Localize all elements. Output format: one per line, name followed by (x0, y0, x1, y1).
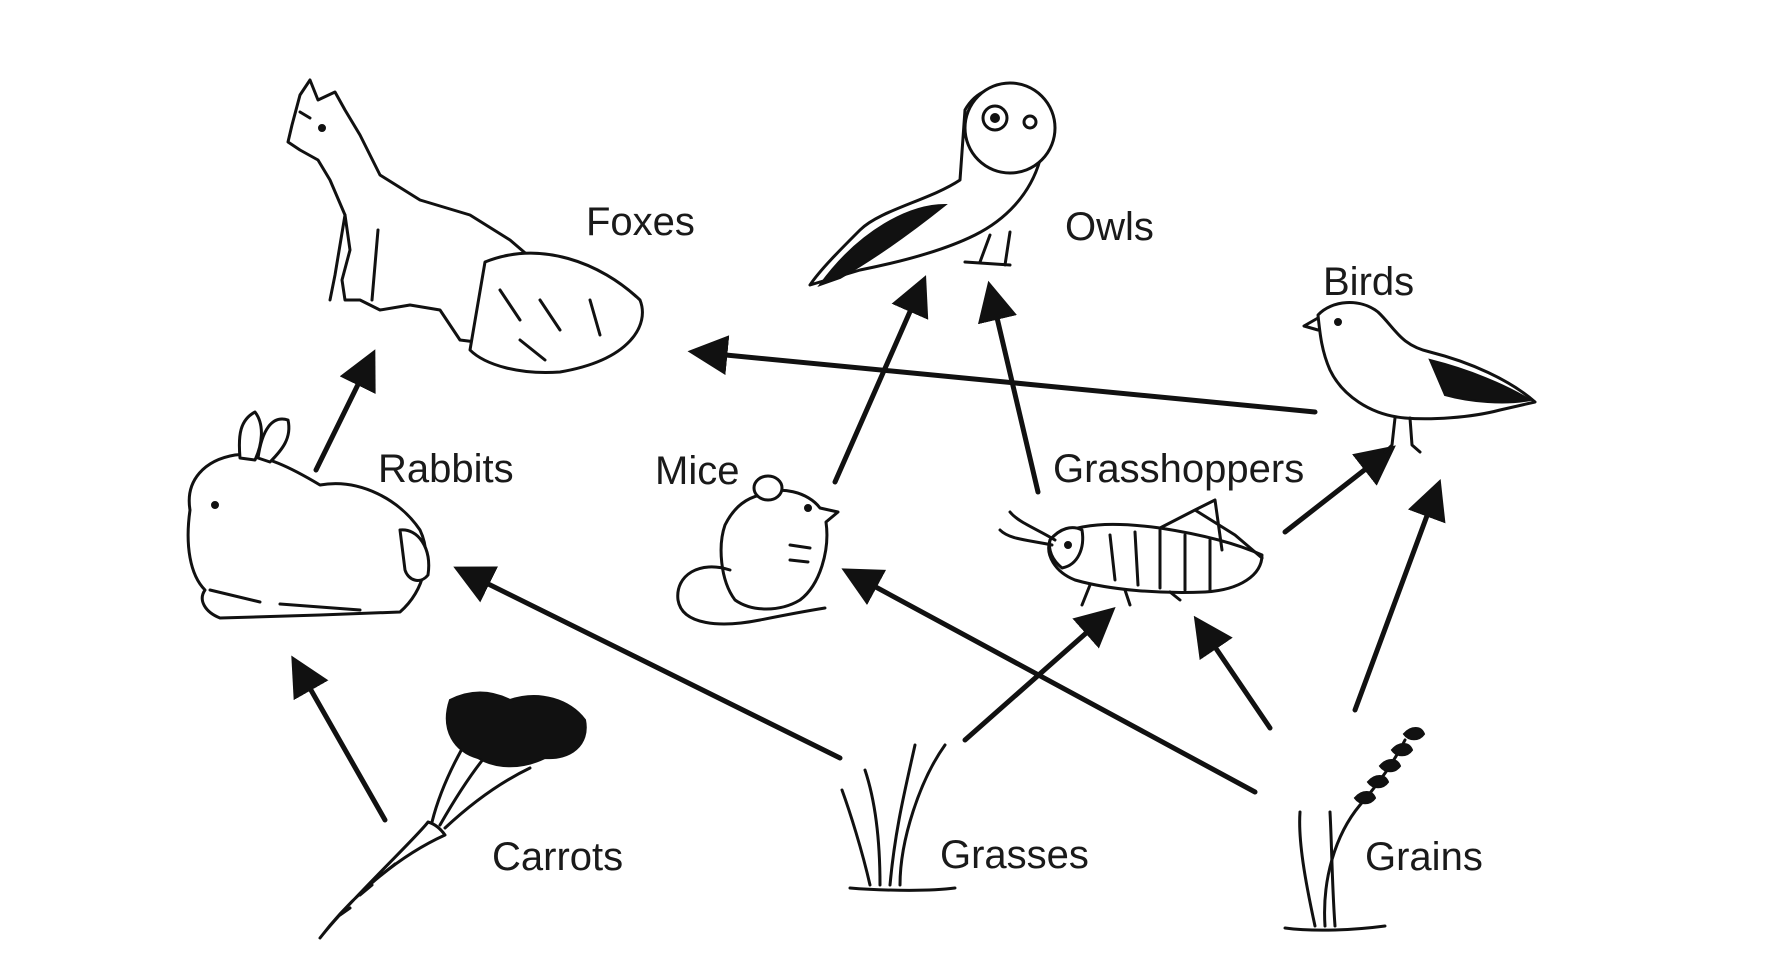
arrow-rabbits-to-foxes (313, 349, 376, 473)
arrow-grains-to-grasshoppers (1193, 615, 1273, 731)
rabbit-icon (186, 410, 431, 620)
owl-icon (808, 81, 1057, 288)
label-owls: Owls (1065, 205, 1154, 249)
label-foxes: Foxes (586, 200, 695, 244)
fox-icon (286, 78, 644, 375)
arrow-grains-to-mice (841, 568, 1258, 795)
label-rabbits: Rabbits (378, 447, 514, 491)
label-mice: Mice (655, 449, 739, 493)
label-carrots: Carrots (492, 835, 623, 879)
label-grasses: Grasses (940, 833, 1089, 877)
arrow-carrots-to-rabbits (291, 655, 388, 823)
grass-icon (840, 743, 957, 892)
arrow-grasses-to-rabbits (453, 566, 843, 761)
label-birds: Birds (1323, 260, 1414, 304)
arrow-birds-to-foxes (687, 335, 1318, 415)
grain-icon (1283, 727, 1426, 932)
arrow-layer (291, 275, 1446, 823)
arrow-grasshoppers-to-owls (977, 280, 1041, 495)
arrow-grasshoppers-to-birds (1282, 445, 1396, 535)
arrow-mice-to-owls (832, 275, 929, 485)
bird-icon (1302, 301, 1537, 454)
carrot-icon (318, 691, 587, 940)
label-grasshoppers: Grasshoppers (1053, 447, 1304, 491)
arrow-grains-to-birds (1352, 478, 1446, 713)
mouse-icon (676, 474, 840, 626)
grasshopper-icon (998, 498, 1264, 607)
label-grains: Grains (1365, 835, 1483, 879)
